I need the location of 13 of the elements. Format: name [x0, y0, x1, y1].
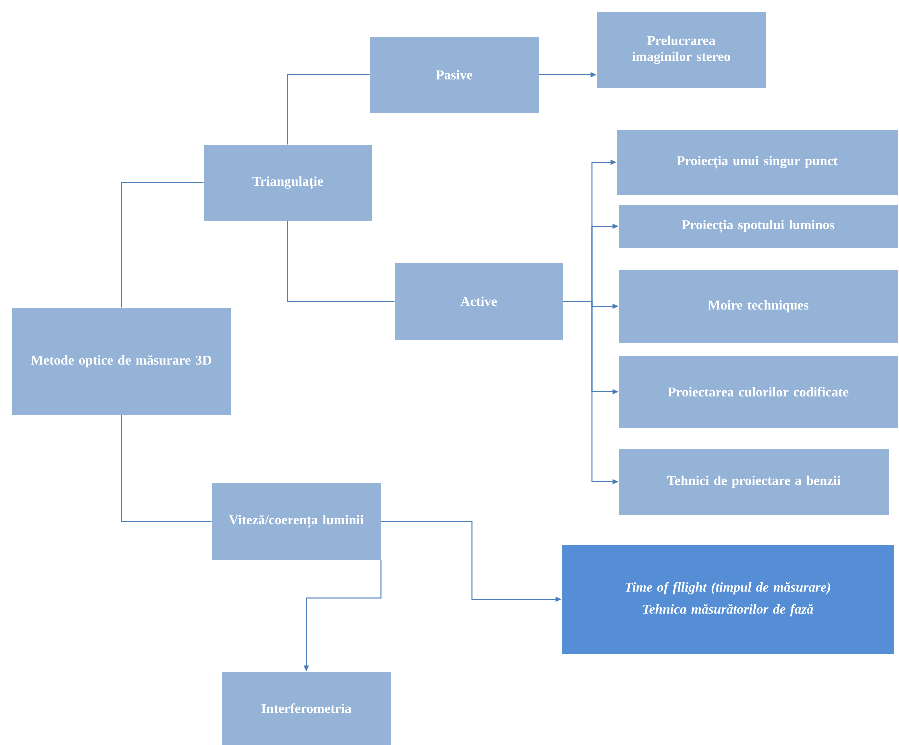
process-box: Interferometria [222, 672, 391, 745]
process-box: Moire techniques [619, 270, 898, 343]
process-box: Viteză/coerența luminii [212, 483, 381, 560]
process-box: Prelucrarea imaginilor stereo [597, 12, 766, 88]
process-box: Proiecția spotului luminos [619, 205, 898, 248]
process-box: Tehnici de proiectare a benzii [619, 449, 889, 515]
process-box: Time of fllight (timpul de măsurare) Tehnica măsurătorilor de fază [562, 545, 894, 654]
process-box: Proiecția unui singur punct [617, 130, 898, 195]
process-box: Active [395, 263, 563, 340]
process-box: Triangulație [204, 145, 372, 221]
process-box: Proiectarea culorilor codificate [619, 356, 898, 428]
process-box: Metode optice de măsurare 3D [12, 308, 231, 415]
process-box: Pasive [370, 37, 539, 113]
